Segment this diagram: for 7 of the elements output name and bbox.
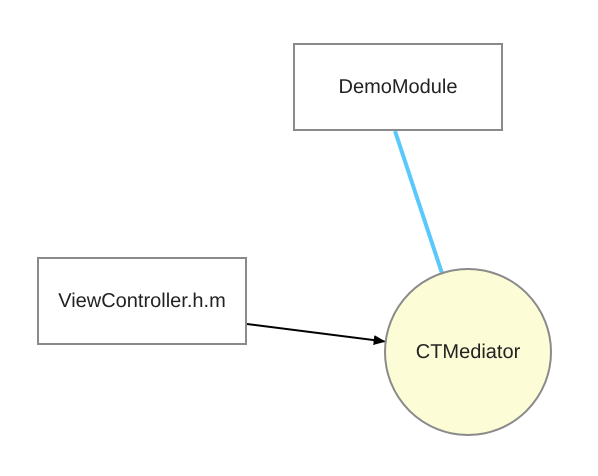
node-label: DemoModule	[338, 76, 458, 98]
node-label: ViewController.h.m	[58, 290, 226, 312]
module-box	[293, 43, 503, 131]
arrow	[246, 323, 386, 346]
connector-line	[393, 130, 444, 273]
module-box	[37, 257, 247, 345]
node-label: CTMediator	[416, 340, 520, 364]
